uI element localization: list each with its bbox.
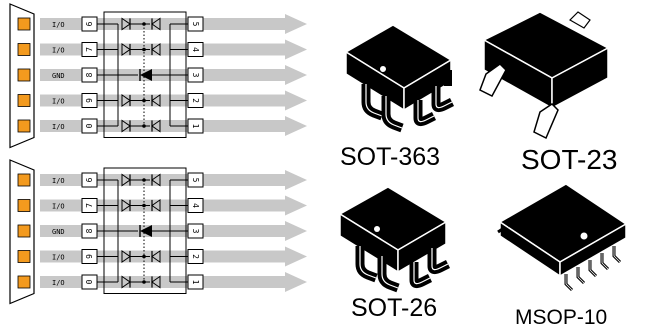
right-pin-number-2-4: 2: [191, 254, 200, 259]
gnd-diode-1: [140, 69, 152, 81]
contact-pad-1-5: [17, 119, 31, 133]
left-pin-number-1-3: 8: [85, 72, 94, 77]
package-label-msop10: MSOP-10: [515, 306, 607, 329]
contact-pad-1-4: [17, 94, 31, 107]
right-pin-number-1-2: 4: [191, 47, 200, 52]
signal-label-1-3: GND: [52, 72, 65, 80]
right-pin-number-2-5: 1: [191, 280, 200, 285]
right-pin-number-1-3: 3: [191, 73, 200, 78]
right-pin-number-2-2: 4: [191, 203, 200, 208]
steering-diode-b-2-2: [151, 198, 161, 213]
signal-label-1-1: I/O: [52, 21, 65, 29]
steering-diode-b-1-2: [151, 42, 161, 57]
steering-diode-b-2-4: [151, 249, 161, 264]
contact-pad-2-2: [17, 199, 31, 212]
left-pin-number-1-2: 7: [85, 47, 94, 52]
right-pin-number-2-3: 3: [191, 229, 200, 234]
package-label-sot363: SOT-363: [340, 143, 440, 171]
package-label-sot23: SOT-23: [521, 144, 617, 175]
left-pin-number-2-4: 9: [85, 254, 94, 259]
contact-pad-1-3: [17, 68, 31, 82]
steering-diode-b-1-1: [151, 17, 161, 31]
steering-diode-a-2-1: [121, 173, 131, 187]
signal-label-2-3: GND: [52, 228, 65, 236]
left-pin-number-1-5: 0: [85, 123, 94, 128]
steering-diode-a-2-5: [121, 275, 131, 289]
signal-label-2-2: I/O: [52, 203, 65, 211]
signal-label-1-4: I/O: [52, 98, 65, 106]
left-pin-number-2-2: 7: [85, 203, 94, 208]
gnd-diode-2: [140, 225, 152, 237]
steering-diode-a-1-1: [121, 17, 131, 31]
right-pin-number-2-1: 5: [191, 178, 200, 183]
package-label-sot26: SOT-26: [351, 294, 437, 322]
steering-diode-b-1-5: [151, 119, 161, 133]
steering-diode-a-2-2: [121, 198, 131, 213]
contact-pad-1-1: [17, 17, 31, 31]
signal-label-2-1: I/O: [52, 177, 65, 185]
signal-label-2-4: I/O: [52, 254, 65, 262]
left-pin-number-2-1: 6: [85, 177, 94, 182]
left-pin-number-1-4: 9: [85, 98, 94, 103]
steering-diode-a-1-2: [121, 42, 131, 57]
signal-label-1-2: I/O: [52, 47, 65, 55]
node-dot-1-4: [142, 98, 146, 103]
left-pin-number-2-5: 0: [85, 279, 94, 284]
steering-diode-b-2-1: [151, 173, 161, 187]
steering-diode-a-1-5: [121, 119, 131, 133]
sot23-package-icon: [479, 11, 610, 140]
contact-pad-2-1: [17, 173, 31, 187]
node-dot-2-4: [142, 254, 146, 259]
steering-diode-b-2-5: [151, 275, 161, 289]
right-pin-number-1-1: 5: [191, 22, 200, 27]
sot363-package-icon: [344, 24, 455, 133]
contact-pad-1-2: [17, 43, 31, 56]
right-pin-number-1-4: 2: [191, 98, 200, 103]
right-pin-number-1-5: 1: [191, 124, 200, 129]
signal-label-2-5: I/O: [52, 279, 65, 287]
left-pin-number-1-1: 6: [85, 21, 94, 26]
contact-pad-2-3: [17, 224, 31, 238]
msop10-package-icon: [497, 183, 628, 292]
left-pin-number-2-3: 8: [85, 228, 94, 233]
steering-diode-a-2-4: [121, 249, 131, 264]
contact-pad-2-4: [17, 250, 31, 263]
steering-diode-b-1-4: [151, 93, 161, 108]
sot26-package-icon: [338, 186, 451, 293]
contact-pad-2-5: [17, 275, 31, 289]
steering-diode-a-1-4: [121, 93, 131, 108]
signal-label-1-5: I/O: [52, 123, 65, 131]
